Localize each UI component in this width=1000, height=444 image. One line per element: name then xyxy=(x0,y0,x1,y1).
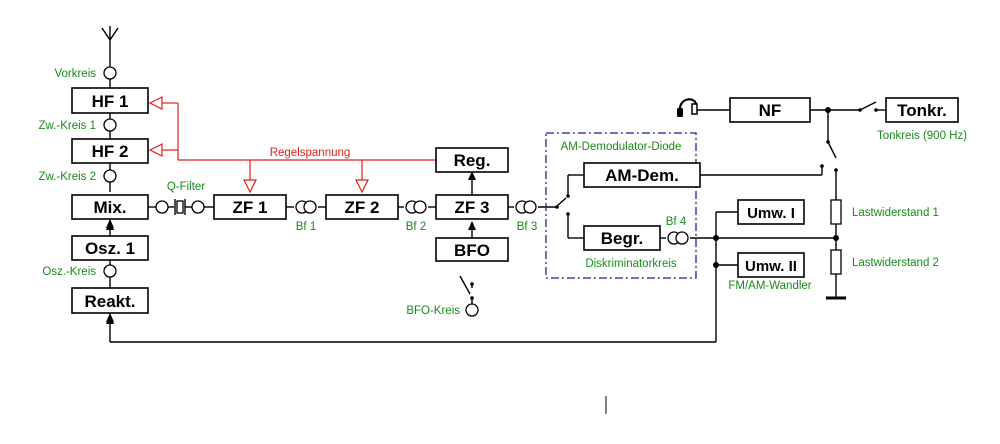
svg-text:BFO: BFO xyxy=(454,241,490,260)
block-reakt: Reakt. xyxy=(71,287,149,314)
osz-kreis-circle-icon xyxy=(103,264,117,278)
block-mix: Mix. xyxy=(71,194,149,220)
block-hf2: HF 2 xyxy=(71,138,149,164)
wiring xyxy=(109,40,886,414)
block-bfo: BFO xyxy=(435,237,509,262)
lastwiderstand-1-resistor-icon xyxy=(830,199,842,225)
block-umw2: Umw. II xyxy=(737,252,805,278)
demodulator-frame xyxy=(545,132,697,279)
svg-text:HF 2: HF 2 xyxy=(92,142,129,161)
block-umw1: Umw. I xyxy=(737,199,805,225)
bf3-coupler-icon xyxy=(515,200,537,214)
block-am-dem: AM-Dem. xyxy=(583,162,701,188)
vorkreis-circle-icon xyxy=(103,66,117,80)
label-lastwiderstand-1: Lastwiderstand 1 xyxy=(852,207,939,219)
label-regelspannung: Regelspannung xyxy=(270,147,351,159)
label-zw-kreis-2: Zw.-Kreis 2 xyxy=(38,171,96,183)
bf4-coupler-icon xyxy=(667,231,689,245)
svg-text:Reakt.: Reakt. xyxy=(84,292,135,311)
svg-text:Osz. 1: Osz. 1 xyxy=(85,239,135,258)
label-q-filter: Q-Filter xyxy=(167,181,206,193)
block-reg: Reg. xyxy=(435,147,509,173)
svg-text:Tonkr.: Tonkr. xyxy=(897,101,947,120)
block-nf: NF xyxy=(729,97,811,123)
bf2-coupler-icon xyxy=(405,200,427,214)
label-am-demodulator-diode: AM-Demodulator-Diode xyxy=(561,141,682,153)
label-diskriminatorkreis: Diskriminatorkreis xyxy=(585,258,677,270)
q-filter-circle-right-icon xyxy=(191,200,205,214)
svg-text:NF: NF xyxy=(759,101,782,120)
block-tonkr: Tonkr. xyxy=(885,97,959,123)
label-bf4: Bf 4 xyxy=(666,216,687,228)
svg-text:Umw. II: Umw. II xyxy=(745,258,797,275)
quartz-filter-icon xyxy=(174,199,186,215)
block-zf3: ZF 3 xyxy=(435,194,509,220)
label-vorkreis: Vorkreis xyxy=(54,68,96,80)
bfo-kreis-circle-icon xyxy=(465,303,479,317)
labels: Vorkreis Zw.-Kreis 1 Zw.-Kreis 2 Osz.-Kr… xyxy=(38,68,967,317)
svg-text:ZF 2: ZF 2 xyxy=(345,198,380,217)
svg-text:AM-Dem.: AM-Dem. xyxy=(605,166,679,185)
headphones-icon xyxy=(677,98,698,117)
svg-text:ZF 3: ZF 3 xyxy=(455,198,490,217)
q-filter-circle-left-icon xyxy=(155,200,169,214)
svg-text:HF 1: HF 1 xyxy=(92,92,129,111)
block-osz1: Osz. 1 xyxy=(71,235,149,261)
svg-text:Reg.: Reg. xyxy=(454,151,491,170)
regelspannung-line xyxy=(148,96,436,194)
zw-kreis-2-circle-icon xyxy=(103,169,117,183)
label-lastwiderstand-2: Lastwiderstand 2 xyxy=(852,257,939,269)
zw-kreis-1-circle-icon xyxy=(103,118,117,132)
label-bf1: Bf 1 xyxy=(296,221,316,233)
block-zf1: ZF 1 xyxy=(213,194,287,220)
block-hf1: HF 1 xyxy=(71,87,149,114)
label-bf3: Bf 3 xyxy=(517,221,537,233)
svg-text:Begr.: Begr. xyxy=(601,229,644,248)
svg-text:Mix.: Mix. xyxy=(93,198,126,217)
block-begr: Begr. xyxy=(583,225,661,251)
svg-text:ZF 1: ZF 1 xyxy=(233,198,268,217)
block-zf2: ZF 2 xyxy=(325,194,399,220)
svg-text:Umw. I: Umw. I xyxy=(747,205,795,222)
antenna-icon xyxy=(101,26,119,41)
label-zw-kreis-1: Zw.-Kreis 1 xyxy=(38,120,96,132)
label-osz-kreis: Osz.-Kreis xyxy=(42,266,96,278)
label-bf2: Bf 2 xyxy=(406,221,426,233)
label-tonkreis: Tonkreis (900 Hz) xyxy=(877,130,967,142)
bf1-coupler-icon xyxy=(295,200,317,214)
label-fm-am-wandler: FM/AM-Wandler xyxy=(728,280,811,292)
label-bfo-kreis: BFO-Kreis xyxy=(406,305,460,317)
lastwiderstand-2-resistor-icon xyxy=(830,249,842,275)
